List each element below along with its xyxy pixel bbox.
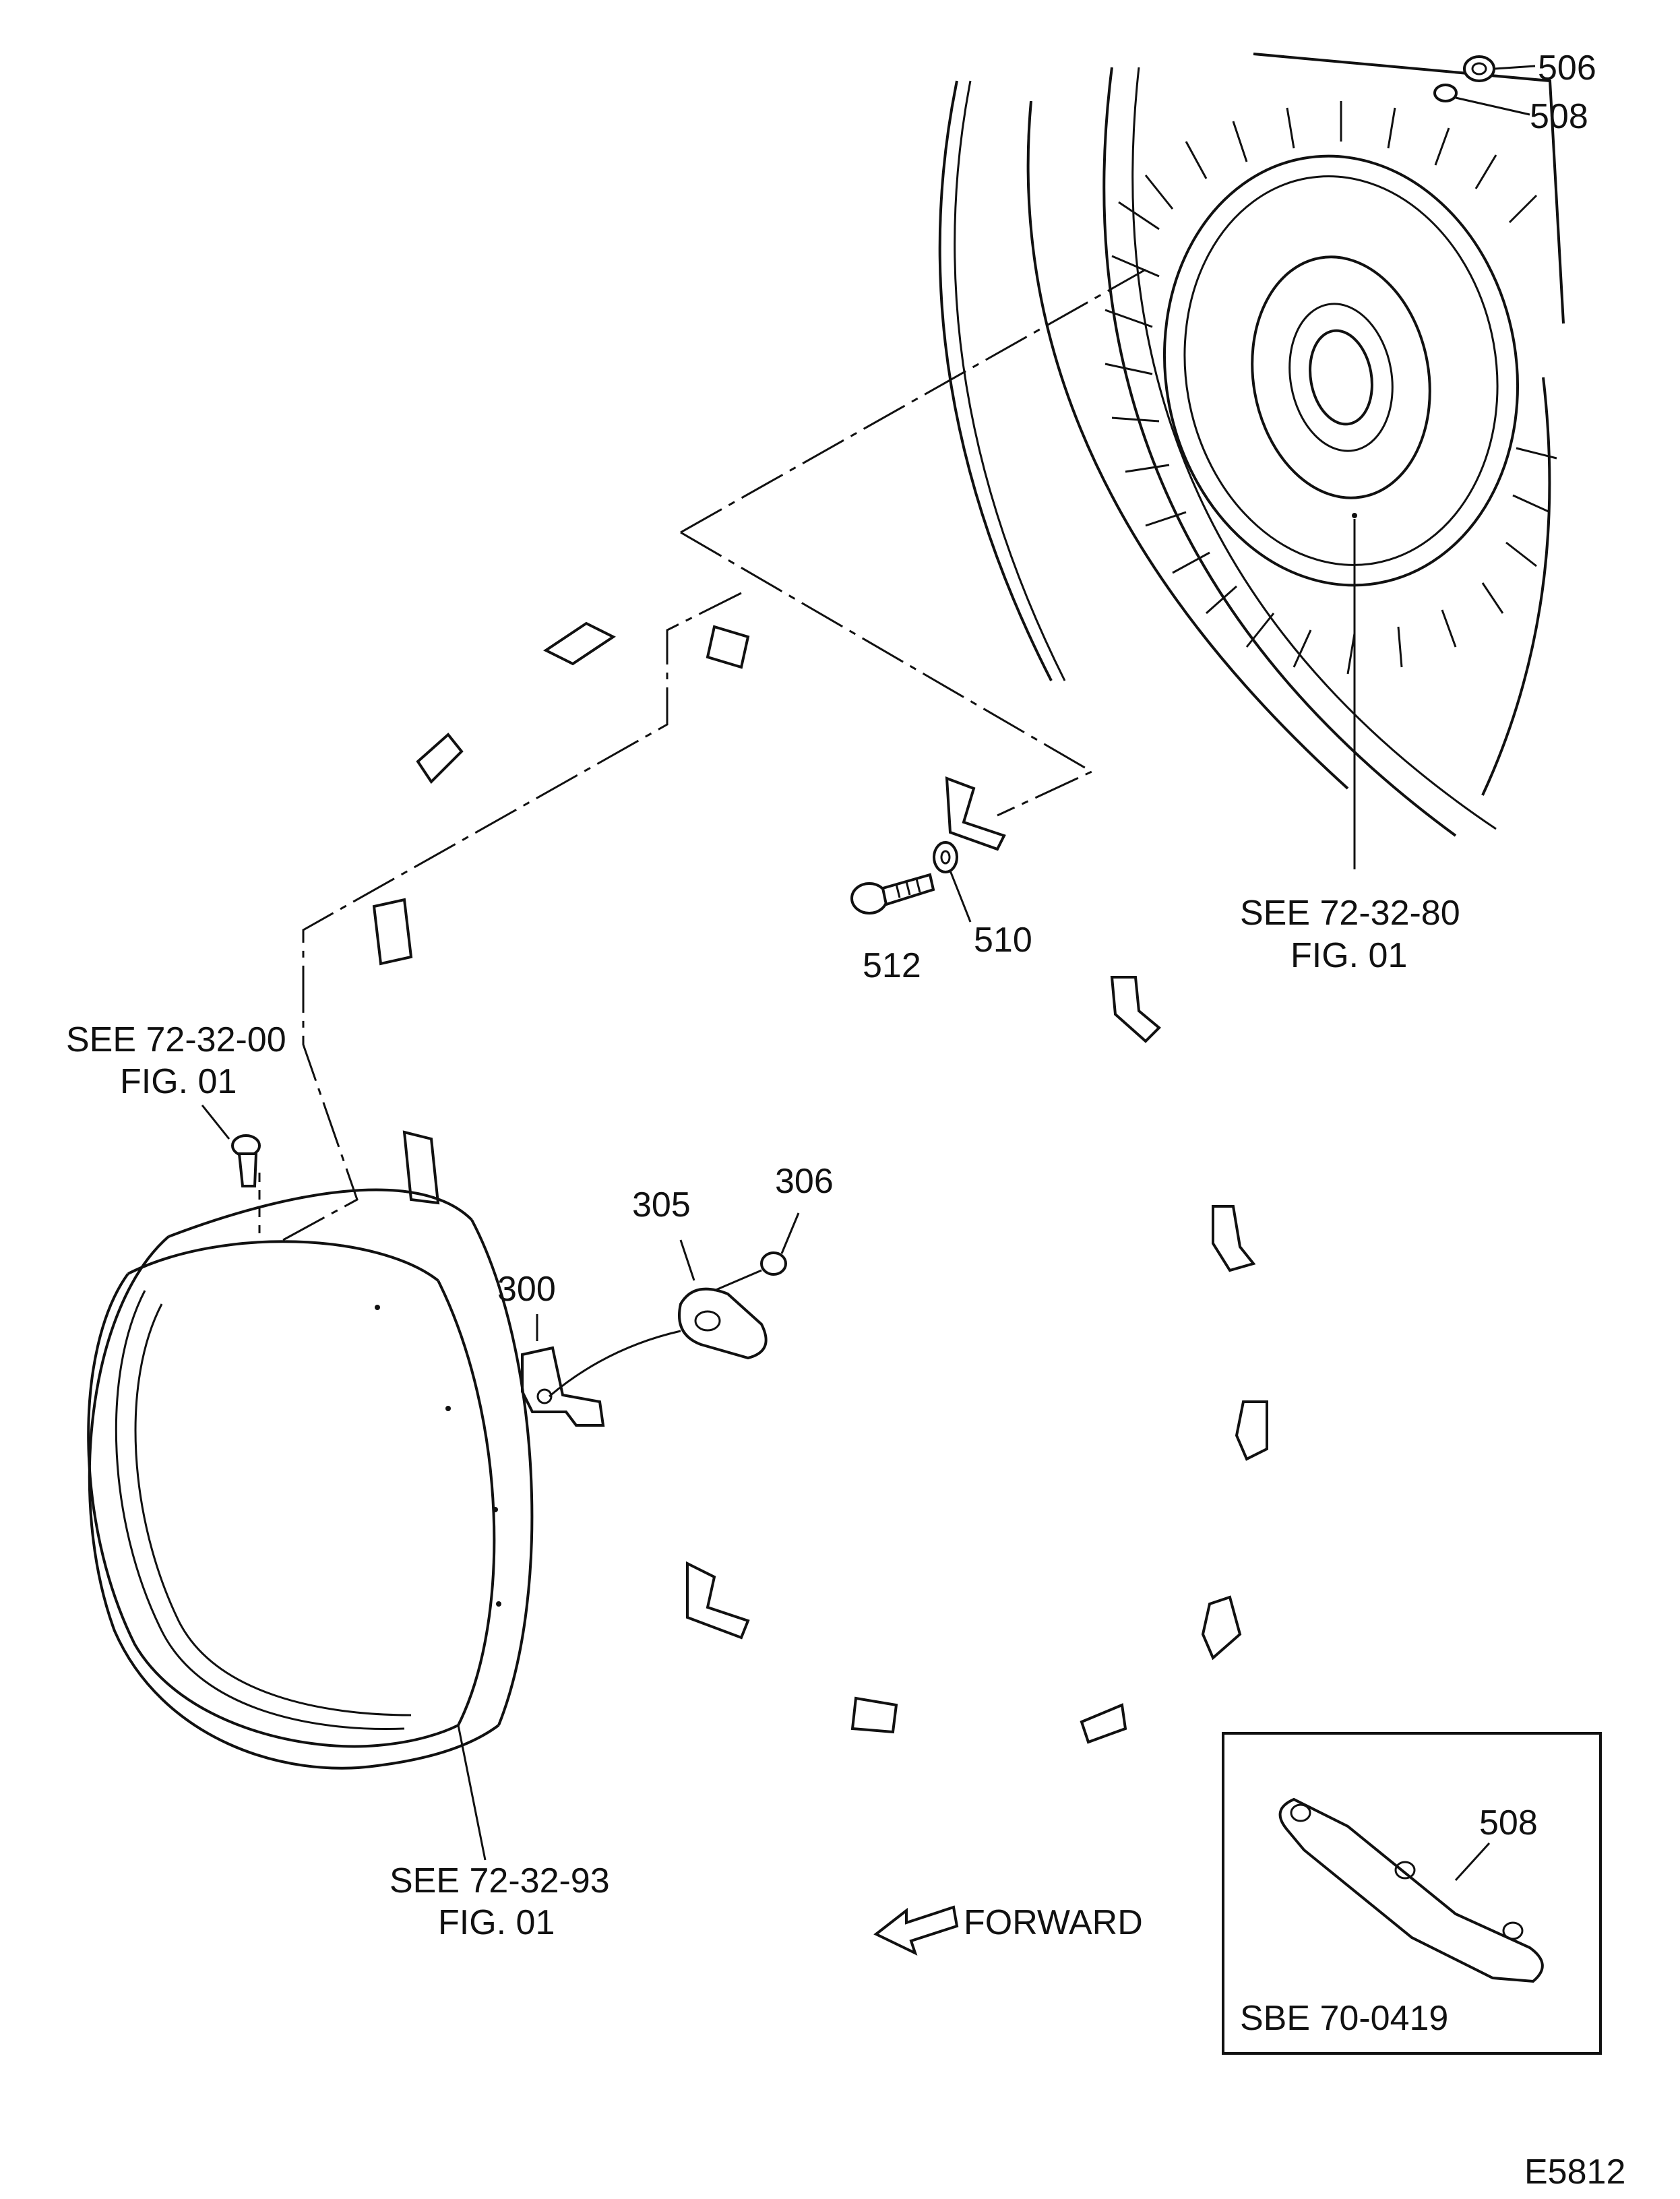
inset-box (1222, 1732, 1602, 2055)
bolt-512 (850, 873, 935, 915)
forward-label: FORWARD (964, 1903, 1143, 1942)
washer-508-top (1433, 84, 1530, 116)
shroud-ring (87, 1188, 534, 1861)
ref-72-32-93-line1: SEE 72-32-93 (390, 1861, 610, 1900)
bracket-group (372, 621, 1268, 1744)
callout-510: 510 (974, 921, 1032, 960)
forward-arrow (873, 1905, 959, 1956)
callout-512: 512 (863, 946, 921, 985)
inset-label: SBE 70-0419 (1240, 1999, 1448, 2038)
screw (201, 1105, 261, 1187)
phantom-lines (258, 268, 1146, 1241)
callout-508-top: 508 (1530, 97, 1588, 136)
callout-508-inset: 508 (1479, 1803, 1538, 1842)
ref-72-32-00-line2: FIG. 01 (120, 1062, 237, 1101)
callout-300: 300 (497, 1270, 556, 1309)
ref-72-32-00-line1: SEE 72-32-00 (66, 1020, 286, 1059)
ref-72-32-93-line2: FIG. 01 (438, 1903, 555, 1942)
callout-305: 305 (632, 1185, 691, 1225)
figure-id: E5812 (1524, 2152, 1625, 2192)
bracket-300 (521, 1314, 605, 1427)
ref-72-32-80-line1: SEE 72-32-80 (1240, 894, 1460, 933)
lockwire (549, 1330, 681, 1398)
plate-305 (678, 1239, 768, 1360)
callout-506: 506 (1538, 49, 1596, 88)
nut-506 (1463, 55, 1536, 82)
engine-stage-assembly (938, 53, 1565, 869)
ref-72-32-80-line2: FIG. 01 (1290, 936, 1407, 975)
washer-510 (933, 841, 972, 923)
callout-306: 306 (775, 1162, 834, 1201)
pin-306 (714, 1212, 800, 1292)
